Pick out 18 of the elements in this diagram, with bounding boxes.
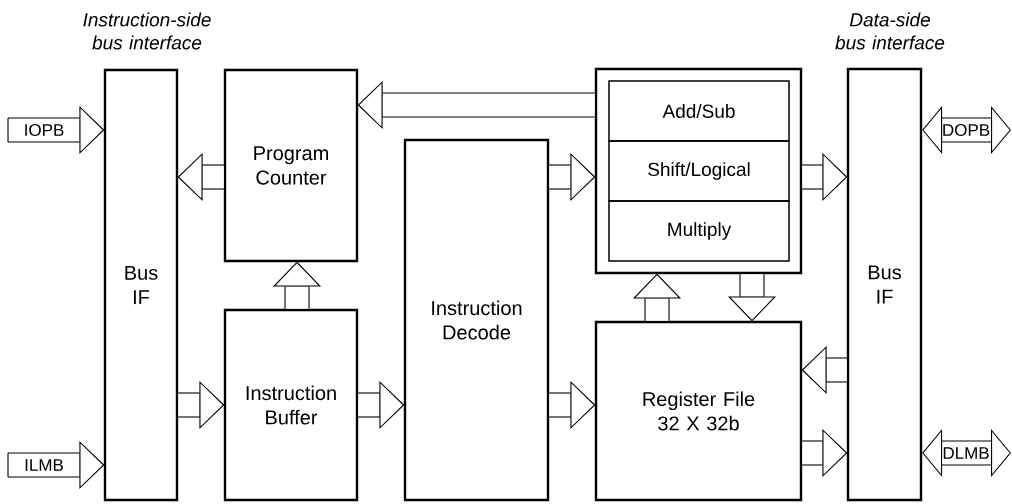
bus-label: IOPB bbox=[25, 124, 64, 136]
bus-label: ILMB bbox=[25, 459, 63, 471]
block-box: Instruction Buffer bbox=[223, 308, 359, 502]
function-unit-box: Add/Sub bbox=[608, 80, 790, 142]
block-box: Instruction Decode bbox=[403, 138, 550, 502]
block-box: Register File 32 X 32b bbox=[594, 320, 803, 502]
block-box: Bus IF bbox=[846, 67, 923, 502]
function-unit-box: Shift/Logical bbox=[608, 140, 790, 202]
unit-group-box bbox=[594, 67, 803, 275]
caption-text: Instruction-side bus interface bbox=[83, 12, 211, 50]
function-unit-box: Multiply bbox=[608, 200, 790, 262]
bus-label: DLMB bbox=[943, 447, 989, 459]
block-arrow bbox=[922, 105, 1011, 155]
caption-text: Data-side bus interface bbox=[835, 12, 945, 50]
block-box: Program Counter bbox=[223, 68, 359, 263]
bus-label: DOPB bbox=[943, 124, 990, 136]
block-box: Bus IF bbox=[103, 68, 179, 502]
block-arrow bbox=[922, 428, 1011, 478]
